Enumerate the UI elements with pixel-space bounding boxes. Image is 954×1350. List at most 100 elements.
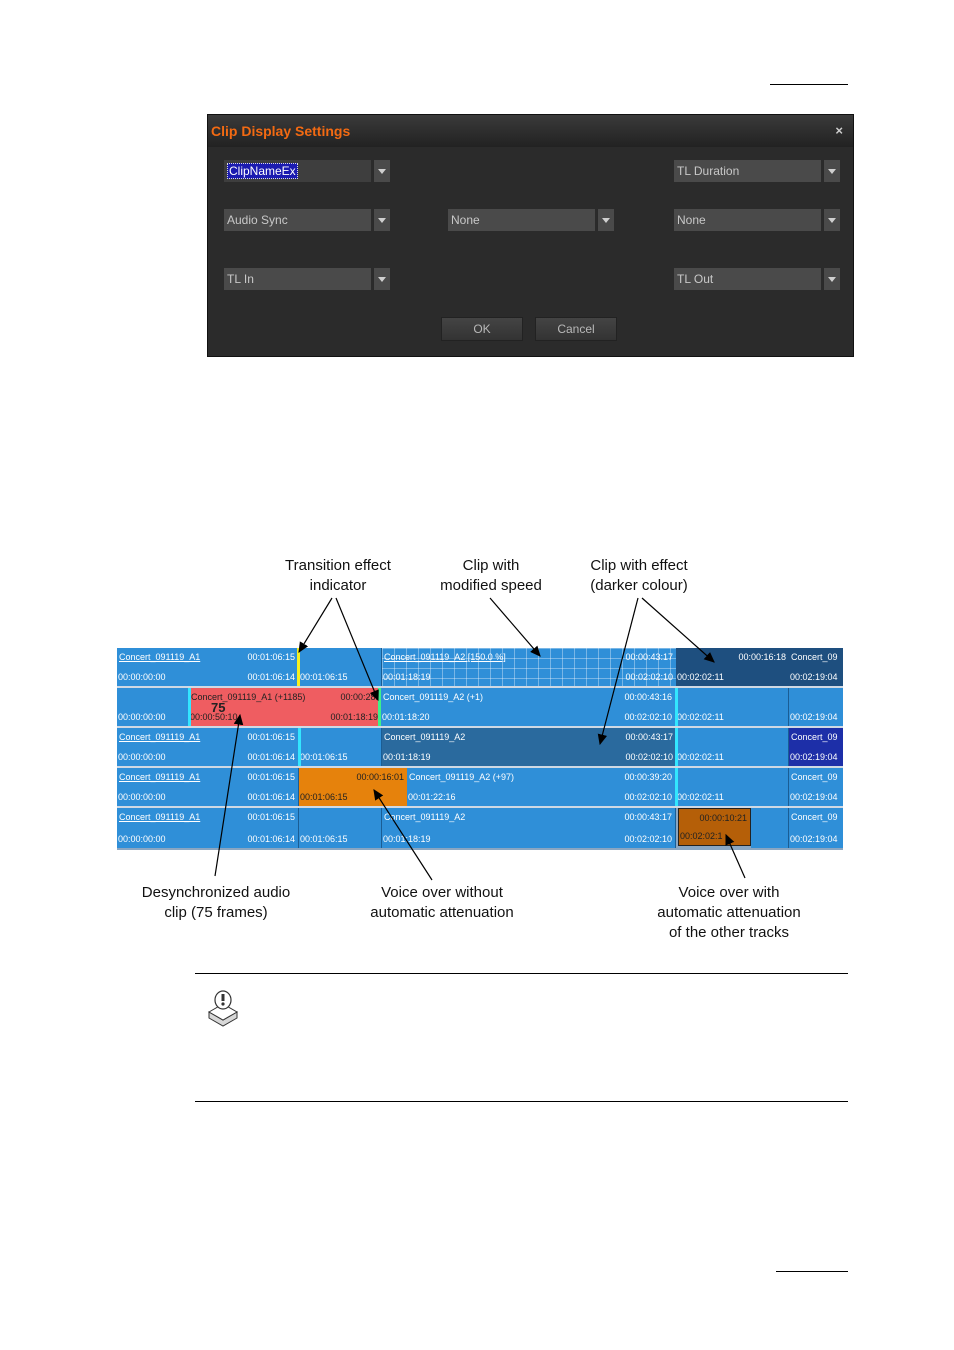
- annotation-line: modified speed: [440, 577, 542, 594]
- clip-row5-gap2[interactable]: [751, 808, 789, 848]
- clip-row1-a1[interactable]: Concert_091119_A1 00:01:06:15 00:00:00:0…: [117, 648, 299, 686]
- annotation-line: Transition effect: [285, 557, 391, 574]
- clip-in: 00:01:06:15: [300, 792, 348, 802]
- clip-duration: 00:00:43:16: [624, 692, 672, 702]
- header-rule: [770, 84, 848, 85]
- annotation-speed: Clip with modified speed: [425, 556, 557, 596]
- clip-row5-end[interactable]: Concert_09 00:02:19:04: [789, 808, 843, 848]
- clip-row5-voiceover-att[interactable]: 00:00:10:21 00:02:02:1: [678, 808, 751, 846]
- clip-out: 00:02:02:10: [624, 792, 672, 802]
- transition-indicator: [297, 648, 300, 686]
- clip-row3-end[interactable]: Concert_09 00:02:19:04: [789, 728, 843, 766]
- clip-row4-end[interactable]: Concert_09 00:02:19:04: [789, 768, 843, 806]
- clip-in: 00:02:19:04: [790, 834, 838, 844]
- clip-row3-a1[interactable]: Concert_091119_A1 00:01:06:15 00:00:00:0…: [117, 728, 299, 766]
- row-separator: [117, 766, 843, 768]
- clip-in: 00:00:00:00: [118, 672, 166, 682]
- clip-duration: 00:00:28:: [340, 692, 378, 702]
- clip-in: 00:02:02:1: [680, 831, 723, 841]
- clip-name: Concert_091119_A2: [384, 812, 466, 822]
- mid-center-combo[interactable]: None: [448, 209, 614, 231]
- clip-row4-a1[interactable]: Concert_091119_A1 00:01:06:15 00:00:00:0…: [117, 768, 299, 806]
- clip-row2-gap2[interactable]: 00:02:02:11: [676, 688, 789, 726]
- clip-row5-a1[interactable]: Concert_091119_A1 00:01:06:15 00:00:00:0…: [117, 808, 299, 848]
- clip-name: Concert_09: [791, 652, 838, 662]
- clip-duration: 00:01:06:15: [247, 732, 295, 742]
- clip-name: Concert_091119_A2 (+1): [383, 692, 483, 702]
- clip-in: 00:00:00:00: [118, 712, 166, 722]
- annotation-line: (darker colour): [590, 577, 688, 594]
- clip-out: 00:02:02:10: [625, 672, 673, 682]
- mid-left-combo[interactable]: Audio Sync: [224, 209, 390, 231]
- clip-name: Concert_091119_A1: [119, 732, 201, 742]
- clip-row5-a2[interactable]: Concert_091119_A2 00:00:43:17 00:01:18:1…: [382, 808, 676, 848]
- clip-row2-a1-desync[interactable]: Concert_091119_A1 (+1185) 00:00:28: 75 0…: [189, 688, 381, 726]
- clip-row4-voiceover[interactable]: 00:00:16:01 00:01:06:15: [299, 768, 407, 806]
- clip-in: 00:01:18:19: [383, 834, 431, 844]
- bottom-right-combo[interactable]: TL Out: [674, 268, 840, 290]
- bottom-left-combo[interactable]: TL In: [224, 268, 390, 290]
- top-right-combo[interactable]: TL Duration: [674, 160, 840, 182]
- chevron-down-icon[interactable]: [373, 268, 390, 290]
- chevron-down-icon[interactable]: [823, 209, 840, 231]
- clip-row5-gap[interactable]: 00:01:06:15: [299, 808, 382, 848]
- clip-in: 00:00:00:00: [118, 792, 166, 802]
- annotation-line: Voice over with: [678, 884, 780, 901]
- clip-in: 00:01:18:20: [382, 712, 430, 722]
- note-icon: [207, 990, 239, 1027]
- clip-in: 00:01:18:19: [383, 752, 431, 762]
- cut-marker: [675, 688, 678, 726]
- combo-value: Audio Sync: [224, 209, 371, 231]
- annotation-line: clip (75 frames): [164, 904, 268, 921]
- close-icon[interactable]: ×: [835, 123, 843, 138]
- clip-row1-effect[interactable]: 00:00:16:18 00:02:02:11: [676, 648, 789, 686]
- clip-row1-a2-speed[interactable]: Concert_091119_A2 [150.0 %] 00:00:43:17 …: [382, 648, 676, 686]
- clip-in: 00:02:19:04: [790, 792, 838, 802]
- clip-in: 00:02:19:04: [790, 712, 838, 722]
- chevron-down-icon[interactable]: [597, 209, 614, 231]
- clip-row3-gap[interactable]: 00:01:06:15: [299, 728, 382, 766]
- clip-in: 00:00:50:10: [190, 712, 238, 722]
- mid-right-combo[interactable]: None: [674, 209, 840, 231]
- chevron-down-icon[interactable]: [373, 209, 390, 231]
- annotation-voice-att: Voice over with automatic attenuation of…: [638, 883, 820, 943]
- chevron-down-icon[interactable]: [823, 268, 840, 290]
- clip-in: 00:02:19:04: [790, 752, 838, 762]
- clip-out: 00:01:06:14: [247, 672, 295, 682]
- annotation-transition: Transition effect indicator: [268, 556, 408, 596]
- clip-row2-a2[interactable]: Concert_091119_A2 (+1) 00:00:43:16 00:01…: [381, 688, 676, 726]
- clip-row4-a2[interactable]: Concert_091119_A2 (+97) 00:00:39:20 00:0…: [407, 768, 676, 806]
- row-separator: [117, 686, 843, 688]
- clip-name: Concert_09: [791, 772, 838, 782]
- ok-button[interactable]: OK: [441, 317, 523, 341]
- clip-in: 00:00:00:00: [118, 752, 166, 762]
- annotation-desync: Desynchronized audio clip (75 frames): [126, 883, 306, 923]
- dialog-title: Clip Display Settings: [211, 123, 351, 139]
- clip-out: 00:02:02:10: [624, 712, 672, 722]
- clip-row1-end[interactable]: Concert_09 00:02:19:04: [789, 648, 843, 686]
- annotation-line: automatic attenuation: [370, 904, 514, 921]
- cancel-button[interactable]: Cancel: [535, 317, 617, 341]
- combo-value: TL In: [224, 268, 371, 290]
- annotation-line: Clip with: [462, 557, 520, 574]
- clip-in: 00:02:02:11: [677, 792, 724, 802]
- clip-in: 00:02:02:11: [677, 752, 724, 762]
- row-separator: [117, 726, 843, 728]
- clip-row4-gap2[interactable]: 00:02:02:11: [676, 768, 789, 806]
- clip-name: Concert_091119_A1: [119, 772, 201, 782]
- clip-name: Concert_091119_A1: [119, 652, 201, 662]
- clip-duration: 00:00:10:21: [699, 813, 747, 823]
- annotation-line: Desynchronized audio: [141, 884, 291, 901]
- top-left-combo[interactable]: ClipNameEx: [224, 160, 390, 182]
- cut-marker: [675, 728, 678, 766]
- clip-row2-end[interactable]: 00:02:19:04: [789, 688, 843, 726]
- clip-row3-gap2[interactable]: 00:02:02:11: [676, 728, 789, 766]
- clip-row3-a2-effect[interactable]: Concert_091119_A2 00:00:43:17 00:01:18:1…: [382, 728, 676, 766]
- clip-out: 00:01:18:19: [330, 712, 378, 722]
- clip-in: 00:01:22:16: [408, 792, 456, 802]
- combo-value: TL Duration: [674, 160, 821, 182]
- chevron-down-icon[interactable]: [823, 160, 840, 182]
- chevron-down-icon[interactable]: [373, 160, 390, 182]
- clip-row1-gap[interactable]: 00:01:06:15: [299, 648, 382, 686]
